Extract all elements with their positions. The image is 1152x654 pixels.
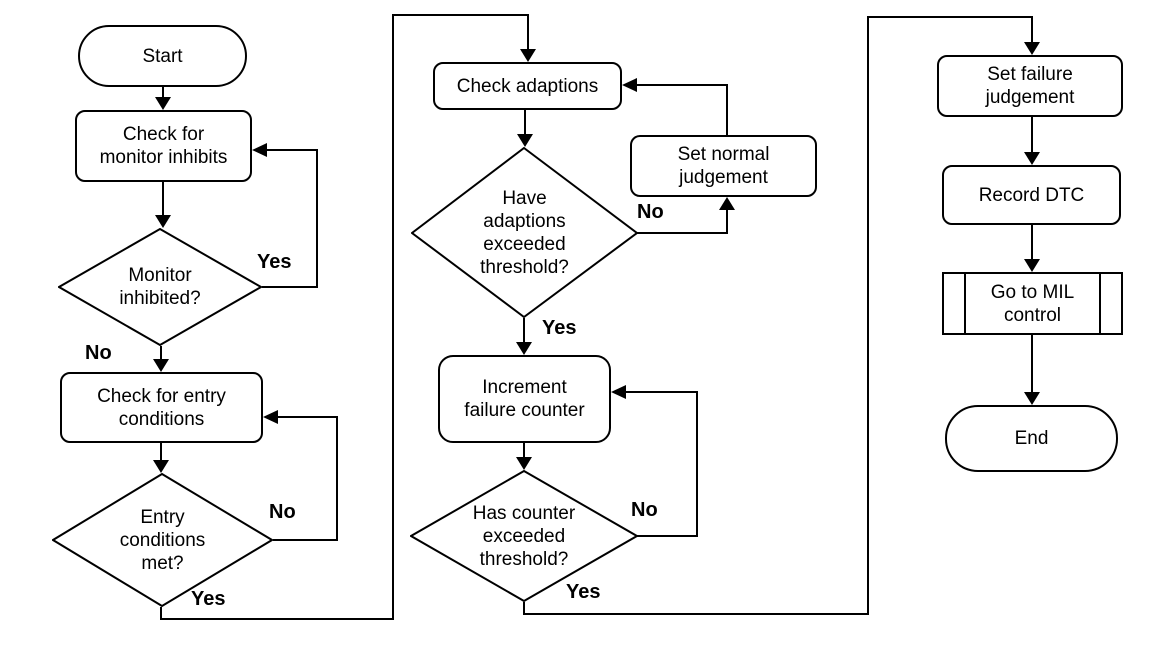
node-label: Have adaptions exceeded threshold? [480,187,569,278]
edge-label-yes: Yes [257,251,292,273]
connector-line [637,232,728,234]
node-record-dtc: Record DTC [942,165,1121,225]
node-label: Set failure judgement [985,64,1075,108]
arrowhead-left [263,410,278,424]
node-monitor-inhibited: Monitor inhibited? [58,228,262,346]
node-label: Check for monitor inhibits [99,124,228,168]
arrowhead-down [153,460,169,473]
node-label: Go to MIL control [990,281,1075,326]
arrowhead-down [153,359,169,372]
arrowhead-down [516,457,532,470]
node-check-monitor-inhibits: Check for monitor inhibits [75,110,252,182]
connector-line [867,16,869,615]
connector-line [392,14,529,16]
node-label: Entry conditions met? [119,506,206,574]
connector-line [162,87,164,98]
connector-line [726,84,728,135]
node-label: Record DTC [978,184,1085,206]
node-label: Start [142,45,183,67]
node-go-to-mil-control: Go to MIL control [942,272,1123,335]
node-start: Start [78,25,247,87]
arrowhead-down [516,342,532,355]
connector-line [636,84,728,86]
connector-line [1031,117,1033,153]
connector-line [266,149,318,151]
connector-line [1031,16,1033,44]
node-counter-exceeded: Has counter exceeded threshold? [410,470,638,602]
edge-label-no: No [85,342,112,364]
edge-label-yes: Yes [566,581,601,603]
connector-line [160,346,162,360]
arrowhead-up [719,197,735,210]
connector-line [523,613,869,615]
edge-label-no: No [637,201,664,223]
edge-label-no: No [269,501,296,523]
node-label: Has counter exceeded threshold? [472,502,576,570]
arrowhead-down [517,134,533,147]
arrowhead-down [155,215,171,228]
connector-line [726,210,728,234]
arrowhead-down [155,97,171,110]
connector-line [392,14,394,620]
node-label: Check adaptions [456,75,599,97]
diamond-shape [410,470,638,602]
arrowhead-down [1024,152,1040,165]
connector-line [160,607,162,619]
node-check-adaptions: Check adaptions [433,62,622,110]
connector-line [696,391,698,537]
connector-line [277,416,338,418]
arrowhead-left [611,385,626,399]
predefined-process-bar [964,274,966,333]
diamond-shape [58,228,262,346]
arrowhead-down [520,49,536,62]
predefined-process-bar [1099,274,1101,333]
node-label: Monitor inhibited? [119,265,201,309]
connector-line [336,416,338,541]
node-set-normal-judgement: Set normal judgement [630,135,817,197]
arrowhead-down [1024,42,1040,55]
node-entry-conditions-met: Entry conditions met? [52,473,273,607]
connector-line [523,602,525,614]
arrowhead-down [1024,259,1040,272]
connector-line [527,14,529,50]
connector-line [1031,225,1033,260]
connector-line [316,149,318,288]
connector-line [626,391,698,393]
connector-line [1031,335,1033,393]
connector-line [273,539,338,541]
arrowhead-left [252,143,267,157]
arrowhead-down [1024,392,1040,405]
node-label: Increment failure counter [464,377,585,421]
node-end: End [945,405,1118,472]
diamond-shape [411,147,638,318]
connector-line [160,443,162,461]
node-check-entry-conditions: Check for entry conditions [60,372,263,443]
diamond-shape [52,473,273,607]
connector-line [523,443,525,458]
connector-line [262,286,318,288]
edge-label-yes: Yes [191,588,226,610]
connector-line [160,618,394,620]
arrowhead-left [622,78,637,92]
connector-line [524,110,526,135]
node-label: End [1014,428,1049,449]
node-set-failure-judgement: Set failure judgement [937,55,1123,117]
edge-label-no: No [631,499,658,521]
node-label: Check for entry conditions [97,385,226,430]
node-label: Set normal judgement [677,144,770,188]
connector-line [162,182,164,216]
edge-label-yes: Yes [542,317,577,339]
node-increment-failure-counter: Increment failure counter [438,355,611,443]
connector-line [637,535,698,537]
connector-line [523,318,525,343]
connector-line [867,16,1033,18]
node-adaptions-exceeded: Have adaptions exceeded threshold? [411,147,638,318]
